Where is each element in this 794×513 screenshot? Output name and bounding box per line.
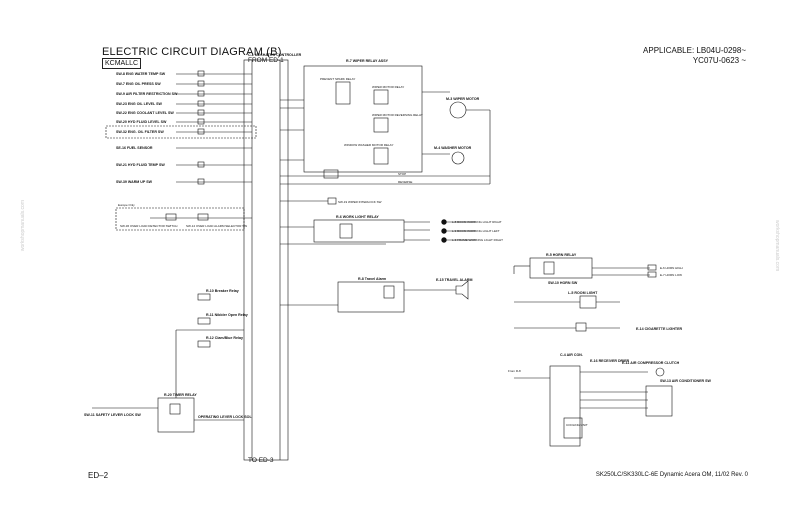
wiper-reverse-relay-label: WIPER MOTOR REVERSING RELAY: [372, 113, 423, 117]
horn-relay-label: R-5 HORN RELAY: [546, 253, 577, 257]
wiper-assy-label: R-7 WIPER RELAY ASSY: [346, 59, 389, 63]
lock-sol-label: OPERATING LEVER LOCK SOL: [198, 415, 252, 419]
wiper-motor-label: M-3 WIPER MOTOR: [446, 97, 480, 101]
horn-sw-label: SW-10 HORN SW: [548, 281, 578, 285]
sensor-label-6: SW-32 ENG. OIL FILTER SW: [116, 130, 164, 134]
sensor-label-4: SW-22 ENG COOLANT LEVEL SW: [116, 111, 174, 115]
frame-right-label: L-3 FRAME WORKING LIGHT RIGHT: [452, 238, 503, 242]
option-item-2: SW-12 OVER LOAD ALARM SELECTOR SW: [186, 224, 247, 228]
sensor-label-2: SW-9 AIR FILTER RESTRICTION SW: [116, 92, 178, 96]
boom-right-label: L-8 BOOM WORKING LIGHT RIGHT: [452, 220, 502, 224]
boom-left-label: L-9 BOOM WORKING LIGHT LEFT: [452, 229, 500, 233]
mechatro-controller-bus: [243, 59, 289, 461]
watermark-right: workshopmanuals.com: [774, 220, 780, 272]
cigarette-label: E-14 CIGARETTE LIGHTER: [636, 327, 683, 331]
applicable-line-2: YC07U-0623 ~: [692, 56, 746, 65]
page-number: ED–2: [88, 471, 109, 480]
interlock-label: SW-19 WIPER INTERLOCK SW: [338, 200, 382, 204]
travel-alarm-relay-label: R-8 Travel Alarm: [358, 277, 386, 281]
wiper-motor-relay-label: WIPER MOTOR RELAY: [372, 85, 404, 89]
clamshell-relay-label: R-12 Clam/Blue Relay: [206, 336, 243, 340]
from-r8-label: From R-8: [508, 369, 521, 373]
sensor-label-5: SW-20 HYD FLUID LEVEL SW: [116, 120, 167, 124]
washer-motor-label: M-4 WASHER MOTOR: [434, 146, 472, 150]
breaker-relay-label: R-10 Breaker Relay: [206, 289, 239, 293]
sensor-label-7: SE-16 FUEL SENSOR: [116, 146, 153, 150]
timer-relay-label: R-20 TIMER RELAY: [164, 393, 197, 397]
sensor-label-3: SW-23 ENG OIL LEVEL SW: [116, 102, 163, 106]
to-ed3-label: TO ED-3: [248, 457, 274, 464]
controller-label: C-1 MECHATRO CONTROLLER: [248, 53, 302, 57]
aircon-label: C-4 AIR CON.: [560, 353, 583, 357]
diagram-title: ELECTRIC CIRCUIT DIAGRAM (B): [102, 46, 282, 58]
safety-lock-label: SW-11 SAFETY LEVER LOCK SW: [84, 413, 141, 417]
horn-high-label: E-6 HORN HIGH: [660, 266, 683, 270]
applicable-line-1: APPLICABLE: LB04U-0298~: [643, 46, 746, 55]
washer-relay-label: WINDOW WASHER MOTOR RELAY: [344, 143, 393, 147]
receiver-label: E-16 RECEIVER DRIER: [590, 359, 630, 363]
from-ed1-label: FROM ED-1: [248, 57, 284, 64]
aircon-sw-label: SW-13 AIR CONDITIONER SW: [660, 379, 712, 383]
sensor-label-8: SW-21 HYD FLUID TEMP SW: [116, 163, 165, 167]
prevent-spark-label: PREVENT SPARK RELAY: [320, 77, 355, 81]
room-light-label: L-5 ROOM LIGHT: [568, 291, 598, 295]
cooling-unit-label: COOLING UNIT: [566, 423, 588, 427]
compressor-label: E-11 AIR COMPRESSOR CLUTCH: [622, 361, 680, 365]
horn-low-label: E-7 HORN LOW: [660, 273, 682, 277]
sensor-label-0: SW-8 ENG WATER TEMP SW: [116, 72, 166, 76]
applicability: APPLICABLE: LB04U-0298~ YC07U-0623 ~: [643, 46, 746, 66]
option-box-title: Europe Only: [118, 203, 135, 207]
nibbler-relay-label: R-11 Nibbler Open Relay: [206, 313, 248, 317]
work-light-relay-label: R-6 WORK LIGHT RELAY: [336, 215, 379, 219]
footer-model: SK250LC/SK330LC-6E Dynamic Acera OM, 11/…: [595, 472, 748, 478]
model-badge: KCMALLC: [102, 58, 142, 69]
sensor-label-9: SW-39 WARM UP SW: [116, 180, 153, 184]
stop-label: STOP: [398, 172, 406, 176]
reverse-label: REVERSE: [398, 180, 412, 184]
sensor-label-1: SW-7 ENG OIL PRESS SW: [116, 82, 161, 86]
option-item-1: SW-36 OVER LOAD DETECTOR SWITCH: [120, 224, 177, 228]
travel-alarm-label: E-15 TRAVEL ALARM: [436, 278, 472, 282]
